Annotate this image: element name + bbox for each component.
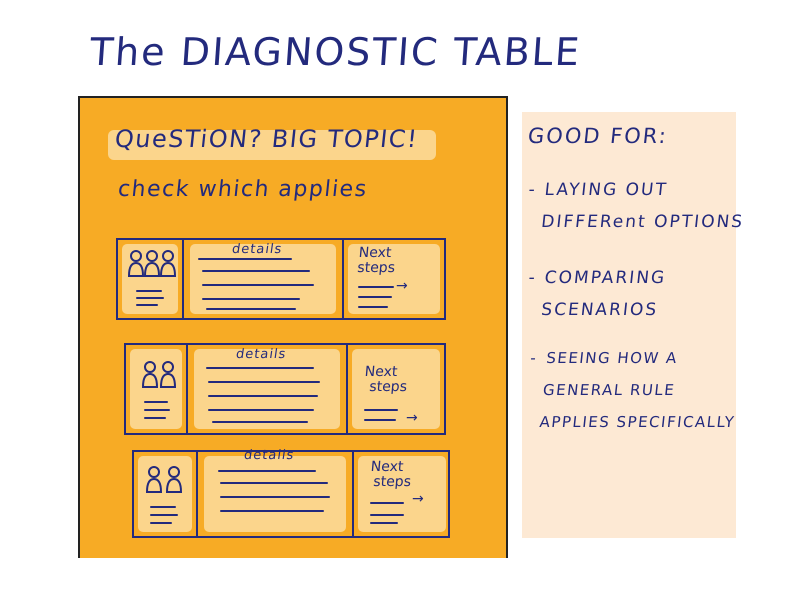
cell-highlight: [130, 349, 182, 429]
details-cell: details: [184, 240, 344, 318]
text-line: [150, 514, 178, 516]
text-line: [370, 514, 404, 516]
person-icon: [141, 361, 177, 388]
good-for-heading: GOOD FOR:: [526, 124, 670, 148]
check-subtitle: check which applies: [116, 177, 369, 202]
cell-highlight: [204, 456, 346, 532]
text-line: [136, 297, 164, 299]
details-cell: details: [198, 448, 354, 536]
people-cell: [118, 240, 184, 318]
text-line: [208, 381, 320, 383]
right-arrow-icon: →: [396, 278, 408, 294]
text-line: [208, 409, 314, 411]
person-icon: [127, 250, 177, 277]
text-line: [220, 510, 324, 512]
text-line: [208, 395, 318, 397]
text-line: [364, 409, 398, 411]
text-line: [358, 286, 394, 288]
text-line: [136, 304, 158, 306]
question-highlight: [108, 130, 436, 160]
next-steps-label: Next steps: [356, 245, 396, 276]
text-line: [136, 290, 162, 292]
cell-highlight: [348, 244, 440, 314]
details-cell: details: [188, 345, 348, 433]
next-steps-cell: Next steps →: [348, 345, 444, 433]
text-line: [144, 417, 166, 419]
right-arrow-icon: →: [412, 491, 424, 507]
cell-highlight: [358, 456, 446, 532]
text-line: [150, 522, 172, 524]
next-steps-cell: Next steps →: [344, 240, 444, 318]
table-row: details Next steps →: [132, 448, 450, 538]
cell-highlight: [138, 456, 192, 532]
question-heading: QueSTiON? BIG TOPIC!: [113, 125, 420, 153]
list-item: -COMPARING SCENARIOS: [527, 268, 668, 320]
text-line: [150, 506, 176, 508]
people-cell: [134, 452, 198, 536]
text-line: [218, 470, 316, 472]
text-line: [202, 270, 310, 272]
details-label: details: [242, 448, 296, 463]
table-row: details Next steps →: [124, 343, 446, 435]
people-cell: [126, 345, 188, 433]
list-item: -LAYING OUT DIFFERent OPTIONS: [527, 180, 746, 232]
text-line: [220, 482, 328, 484]
text-line: [358, 296, 392, 298]
text-line: [212, 421, 308, 423]
page-title: The DIAGNOSTIC TABLE: [88, 30, 583, 74]
text-line: [202, 284, 314, 286]
next-steps-label: Next steps: [370, 459, 412, 490]
next-steps-label: Next steps: [364, 364, 408, 395]
text-line: [206, 367, 314, 369]
list-item: -SEEING HOW A GENERAL RULE APPLIES SPECI…: [529, 349, 737, 431]
text-line: [358, 306, 388, 308]
details-label: details: [234, 347, 288, 362]
text-line: [220, 496, 330, 498]
text-line: [206, 308, 296, 310]
right-arrow-icon: →: [406, 410, 418, 426]
details-label: details: [230, 242, 284, 257]
text-line: [144, 401, 168, 403]
text-line: [370, 502, 404, 504]
text-line: [364, 419, 396, 421]
text-line: [144, 409, 170, 411]
cell-highlight: [194, 349, 340, 429]
person-icon: [145, 466, 183, 493]
cell-highlight: [190, 244, 336, 314]
cell-highlight: [352, 349, 440, 429]
text-line: [370, 522, 398, 524]
good-for-panel: [522, 112, 736, 538]
next-steps-cell: Next steps →: [354, 452, 448, 536]
text-line: [202, 298, 300, 300]
table-row: details Next steps →: [116, 238, 446, 320]
text-line: [198, 258, 292, 260]
